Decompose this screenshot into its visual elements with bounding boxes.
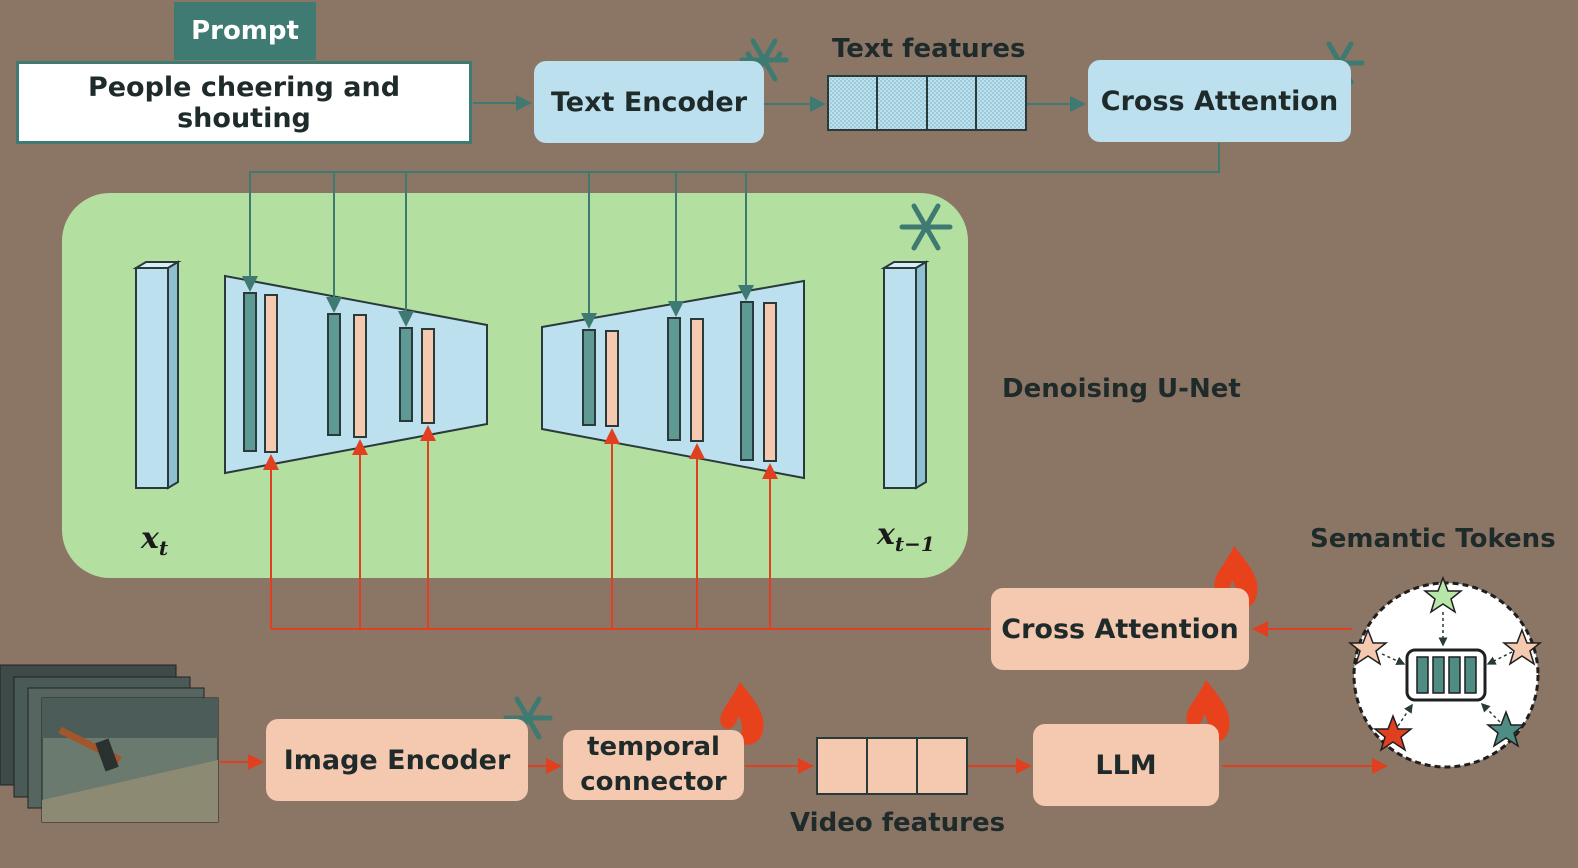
xt-label-sub: t bbox=[158, 536, 169, 560]
temporal-connector-line1: temporal bbox=[587, 731, 720, 762]
xt1-label-sub: t−1 bbox=[894, 532, 935, 556]
video-frames-icon bbox=[0, 664, 219, 823]
prompt-tag: Prompt bbox=[174, 2, 316, 60]
text-encoder-box: Text Encoder bbox=[534, 61, 764, 143]
semantic-tokens-label: Semantic Tokens bbox=[1310, 524, 1556, 554]
text-features-label: Text features bbox=[832, 34, 1026, 64]
xt-bar bbox=[132, 260, 182, 490]
llm-box: LLM bbox=[1033, 724, 1219, 806]
unet-feature-bars bbox=[243, 292, 777, 462]
semantic-tokens-circle bbox=[1347, 575, 1543, 769]
token-star-red bbox=[1372, 713, 1414, 752]
token-star-teal bbox=[1485, 709, 1527, 748]
cross-attention-top-box: Cross Attention bbox=[1088, 60, 1351, 142]
temporal-connector-box: temporal connector bbox=[563, 730, 744, 800]
token-star-peach-left bbox=[1347, 627, 1389, 666]
video-features-label: Video features bbox=[790, 808, 1006, 838]
video-features-cells bbox=[816, 737, 968, 795]
temporal-connector-line2: connector bbox=[580, 767, 727, 797]
unet-label: Denoising U-Net bbox=[1002, 374, 1241, 404]
flame-icon-llm bbox=[1186, 680, 1230, 743]
prompt-box[interactable]: People cheering and shouting bbox=[16, 61, 472, 144]
xt1-label: xt−1 bbox=[877, 517, 935, 556]
xt1-bar bbox=[880, 260, 930, 490]
xt-label-main: x bbox=[141, 521, 159, 556]
unet-panel bbox=[62, 193, 968, 578]
image-encoder-box: Image Encoder bbox=[266, 719, 528, 801]
xt-label: xt bbox=[141, 521, 168, 560]
cross-attention-bottom-box: Cross Attention bbox=[991, 588, 1249, 670]
token-star-green bbox=[1422, 575, 1464, 614]
snowflake-icon-unet bbox=[899, 203, 953, 251]
flame-icon-temporal-connector bbox=[720, 682, 764, 745]
text-conditioning-lines bbox=[242, 95, 1220, 329]
xt1-label-main: x bbox=[877, 517, 895, 552]
token-star-peach-right bbox=[1501, 627, 1543, 666]
text-features-cells bbox=[827, 75, 1027, 131]
semantic-conditioning-lines bbox=[220, 425, 1388, 774]
